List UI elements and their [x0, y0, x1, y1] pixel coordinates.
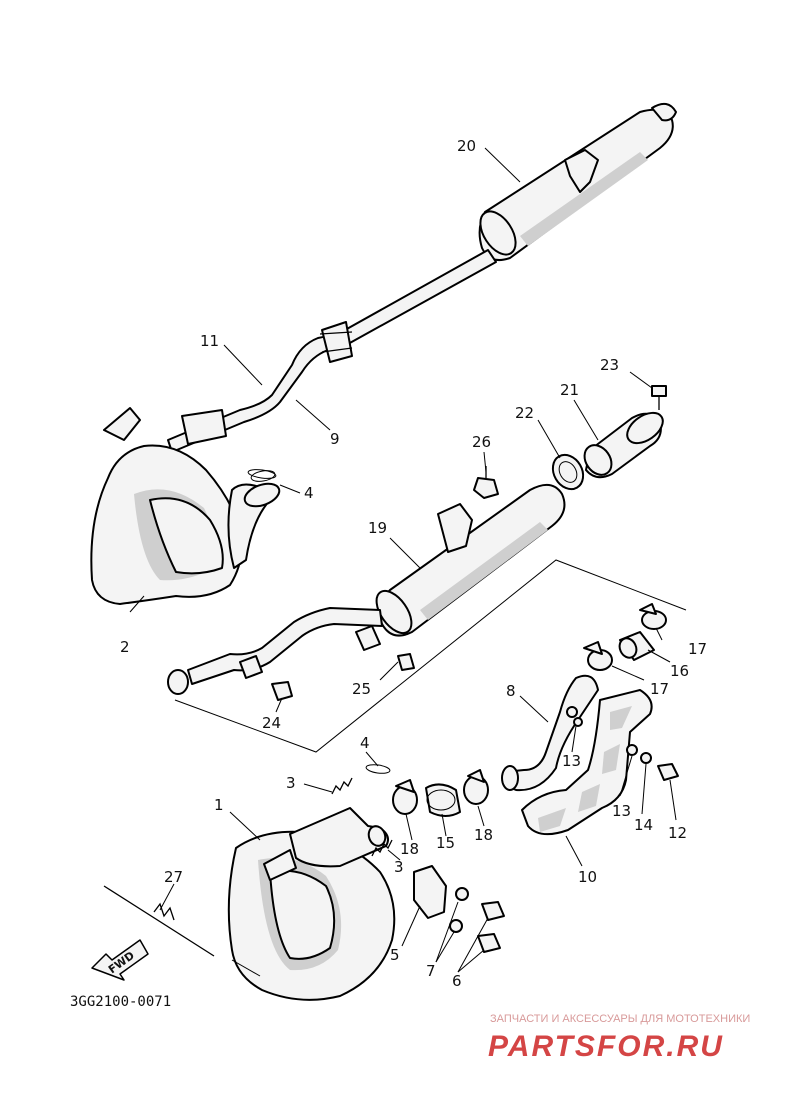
callout-3-right: 3 [394, 858, 404, 876]
callout-leaders [129, 147, 677, 973]
bolt-23 [651, 385, 667, 410]
gasket-22 [551, 453, 585, 491]
callout-2: 2 [120, 638, 130, 656]
watermark-tagline: ЗАПЧАСТИ И АКСЕССУАРЫ ДЛЯ МОТОТЕХНИКИ [490, 1013, 750, 1025]
o-ring-4 [247, 469, 391, 774]
callout-11: 11 [200, 332, 219, 350]
callout-1: 1 [214, 796, 224, 814]
callout-labels: 20 11 9 4 2 23 21 22 26 19 25 24 17 16 1… [120, 137, 707, 990]
callout-25: 25 [352, 680, 371, 698]
callout-5: 5 [390, 946, 400, 964]
bracket-5 [413, 865, 447, 919]
callout-22: 22 [515, 404, 534, 422]
callout-10: 10 [578, 868, 597, 886]
callout-19: 19 [368, 519, 387, 537]
callout-12: 12 [668, 824, 687, 842]
callout-16: 16 [670, 662, 689, 680]
pipe-24-25 [167, 607, 415, 701]
clamp-17-lower [583, 641, 613, 671]
callout-6: 6 [452, 972, 462, 990]
joint-15 [425, 783, 461, 817]
callout-27: 27 [164, 868, 183, 886]
callout-17-upper: 17 [688, 640, 707, 658]
callout-26: 26 [472, 433, 491, 451]
callout-13-right: 13 [612, 802, 631, 820]
joint-21 [583, 411, 664, 479]
silencer-20 [478, 102, 677, 261]
callout-24: 24 [262, 714, 281, 732]
washers-7-bolts-6 [449, 887, 505, 953]
washers-13-14-bolt-12 [573, 717, 679, 781]
clamp-18-right [463, 769, 489, 805]
drawing-code: 3GG2100-0071 [70, 994, 171, 1010]
protector-10 [521, 689, 653, 836]
callout-7: 7 [426, 962, 436, 980]
expansion-chamber-1 [227, 807, 396, 1001]
clamp-18-left [392, 779, 418, 815]
callout-3-left: 3 [286, 774, 296, 792]
pipe-8 [501, 674, 599, 792]
callout-9: 9 [330, 430, 340, 448]
tail-pipe-11 [167, 249, 497, 453]
callout-4-upper: 4 [304, 484, 314, 502]
callout-18-right: 18 [474, 826, 493, 844]
callout-23: 23 [600, 356, 619, 374]
forward-direction-arrow: FWD [91, 939, 149, 981]
expansion-chamber-2 [90, 407, 281, 605]
callout-14: 14 [634, 816, 653, 834]
callout-20: 20 [457, 137, 476, 155]
callout-17-lower: 17 [650, 680, 669, 698]
rod-27 [103, 885, 261, 977]
sleeve-16 [618, 631, 655, 661]
callout-8: 8 [506, 682, 516, 700]
assembly-outline [174, 559, 687, 753]
clamp-17-upper [639, 603, 667, 630]
watermark-brand: PARTSFOR.RU [488, 1030, 724, 1063]
watermark: ЗАПЧАСТИ И АКСЕССУАРЫ ДЛЯ МОТОТЕХНИКИ PA… [488, 1013, 750, 1063]
spring-3 [331, 777, 393, 857]
callout-4-lower: 4 [360, 734, 370, 752]
callout-21: 21 [560, 381, 579, 399]
callout-15: 15 [436, 834, 455, 852]
callout-18-left: 18 [400, 840, 419, 858]
silencer-19 [375, 483, 566, 637]
callout-13-left: 13 [562, 752, 581, 770]
bolt-26 [473, 466, 499, 499]
